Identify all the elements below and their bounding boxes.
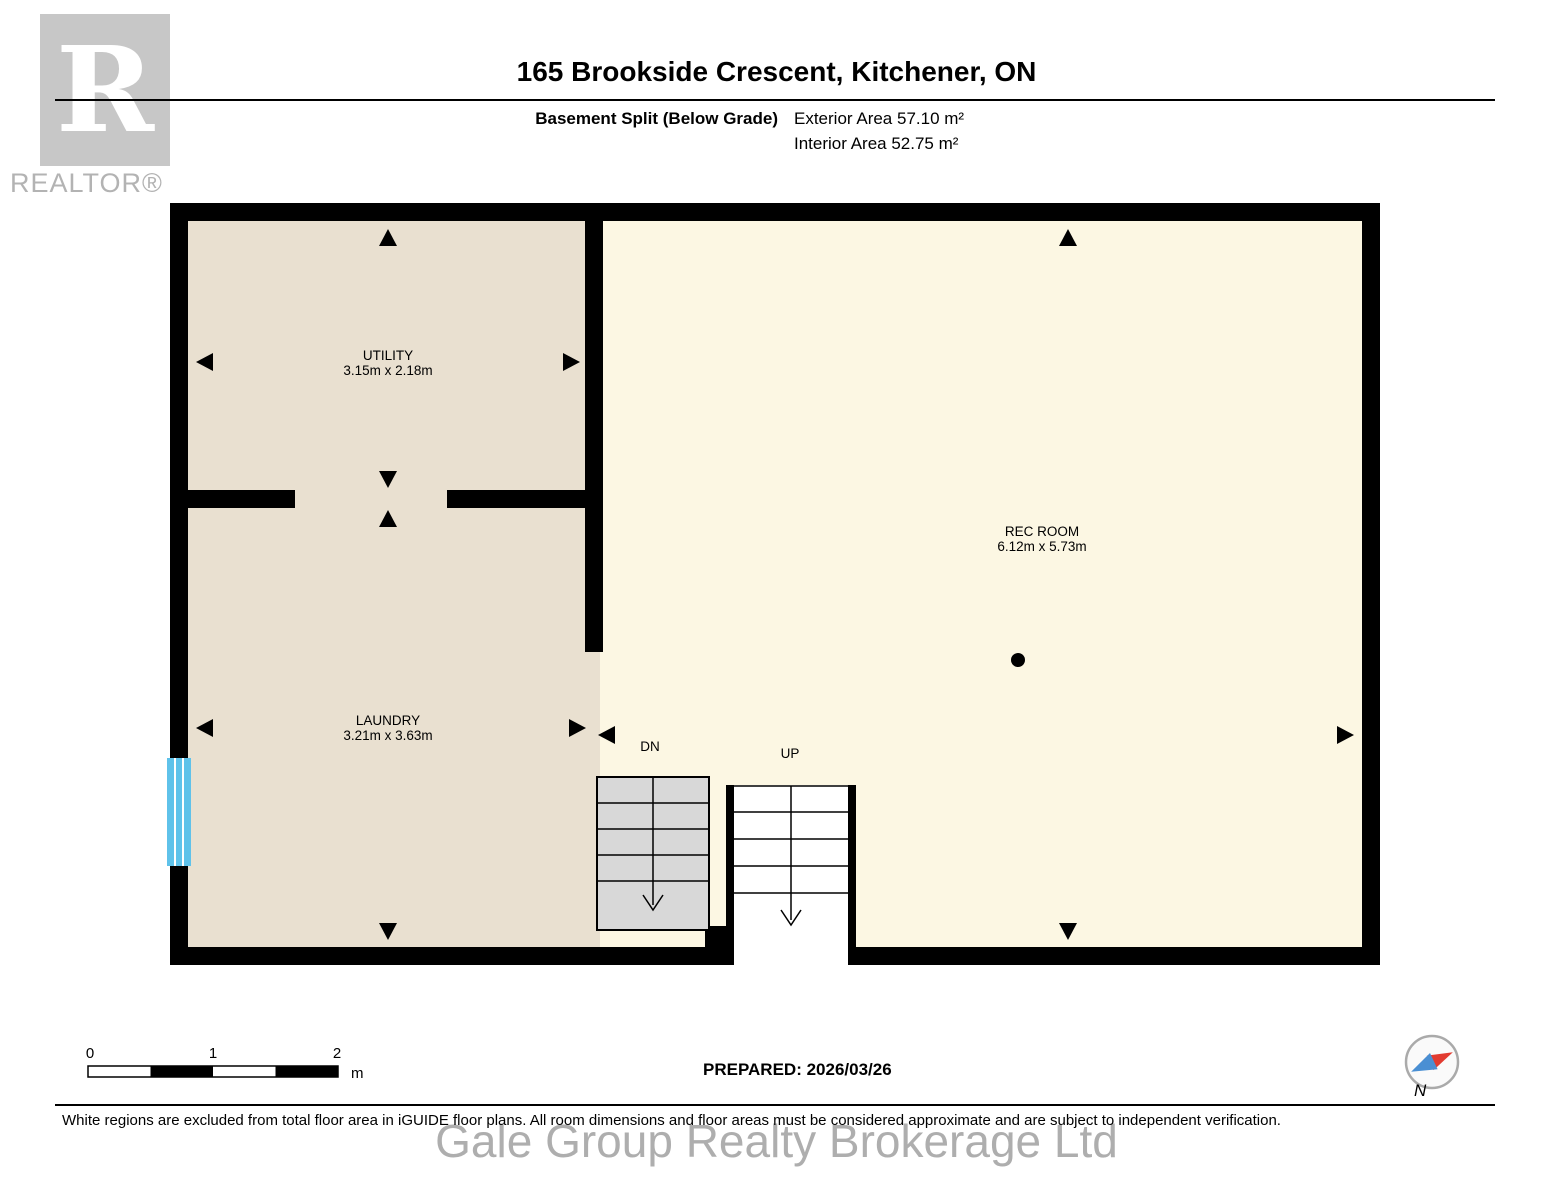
scale-bar: 0 1 2 m — [86, 1045, 364, 1082]
interior-walls — [188, 221, 735, 965]
rec-room-dims: 6.12m x 5.73m — [997, 539, 1086, 554]
header-divider — [55, 99, 1495, 101]
laundry-label: LAUNDRY — [356, 713, 420, 728]
stairs-up-label: UP — [781, 746, 800, 761]
stairs-down-label: DN — [640, 739, 660, 754]
point-marker — [1011, 653, 1025, 667]
compass-n-label: N — [1414, 1081, 1427, 1100]
laundry-dims: 3.21m x 3.63m — [343, 728, 432, 743]
prepared-date: PREPARED: 2026/03/26 — [703, 1060, 892, 1079]
realtor-brand: REALTOR® — [10, 168, 163, 198]
realtor-logo-letter: R — [55, 20, 155, 159]
scale-tick-1: 1 — [209, 1045, 217, 1062]
scale-tick-0: 0 — [86, 1045, 94, 1062]
exterior-area: Exterior Area 57.10 m² — [794, 109, 965, 128]
scale-unit: m — [351, 1065, 364, 1082]
window — [167, 758, 191, 866]
utility-laundry-floor — [188, 221, 600, 947]
stairs-down — [596, 776, 710, 931]
disclaimer-text: White regions are excluded from total fl… — [62, 1112, 1281, 1129]
stairs-up — [726, 785, 856, 965]
utility-dims: 3.15m x 2.18m — [343, 363, 432, 378]
interior-area: Interior Area 52.75 m² — [794, 134, 959, 153]
realtor-logo: R — [40, 14, 170, 166]
rec-room-label: REC ROOM — [1005, 524, 1079, 539]
floor-label: Basement Split (Below Grade) — [535, 109, 778, 128]
compass: N — [1404, 1034, 1460, 1100]
footer-divider — [55, 1104, 1495, 1106]
dimension-arrows — [196, 229, 1354, 940]
stairs-up-arrow-icon — [780, 909, 802, 927]
outer-walls — [170, 203, 1380, 965]
compass-needle-icon — [1411, 1052, 1453, 1072]
rec-room-floor — [600, 221, 1362, 947]
room-labels: UTILITY 3.15m x 2.18m LAUNDRY 3.21m x 3.… — [343, 348, 1086, 761]
utility-label: UTILITY — [363, 348, 413, 363]
stairs-down-arrow-icon — [642, 894, 664, 912]
scale-tick-2: 2 — [333, 1045, 341, 1062]
page-title: 165 Brookside Crescent, Kitchener, ON — [516, 56, 1037, 87]
brokerage-watermark: Gale Group Realty Brokerage Ltd — [435, 1115, 1118, 1167]
